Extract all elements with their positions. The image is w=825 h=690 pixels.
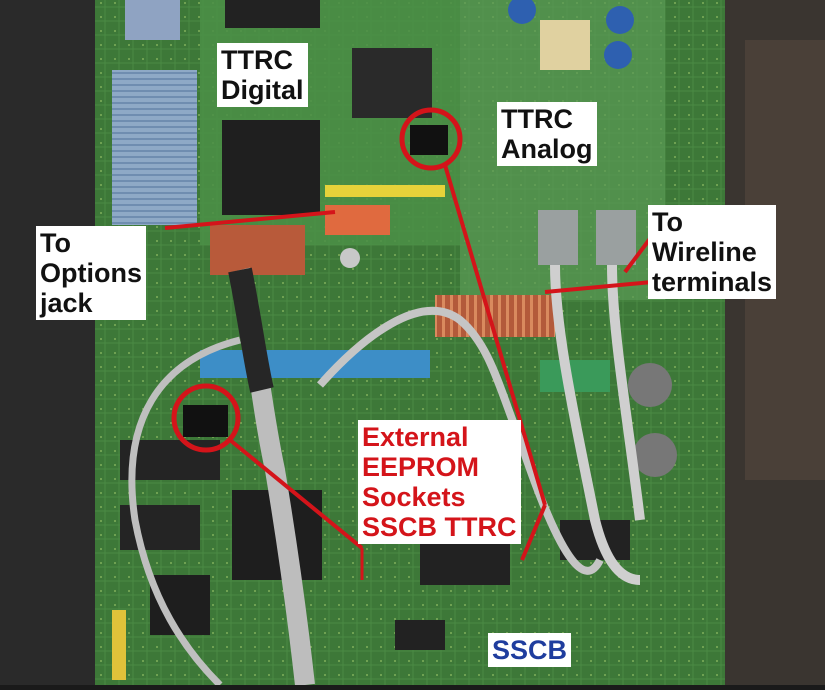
wireline-cable-1 xyxy=(550,264,641,585)
external-eeprom-sockets-label: External EEPROM Sockets SSCB TTRC xyxy=(358,420,521,544)
green-capacitor xyxy=(540,360,610,392)
jack-2 xyxy=(633,433,677,477)
ttrc-eeprom-circle xyxy=(399,107,463,171)
ribbon-cable xyxy=(112,70,197,225)
ttrc-pointer-line xyxy=(443,164,547,506)
capacitor-3 xyxy=(604,41,632,69)
small-capacitor xyxy=(340,248,360,268)
to-options-jack-label: To Options jack xyxy=(36,226,146,320)
wireline-connector-2 xyxy=(596,210,636,265)
top-chip xyxy=(225,0,320,28)
thin-cable-left xyxy=(128,336,241,688)
sscb-ic-2 xyxy=(420,540,510,585)
capacitor-2 xyxy=(606,6,634,34)
sscb-label: SSCB xyxy=(488,633,572,667)
left-chassis xyxy=(0,0,95,685)
wireline-connector-1 xyxy=(538,210,578,265)
options-pointer-line xyxy=(164,210,336,230)
sscb-pointer-line xyxy=(228,438,364,550)
blue-connector xyxy=(200,350,430,378)
yellow-strip xyxy=(325,185,445,197)
sscb-ic-3 xyxy=(395,620,445,650)
cable-loop xyxy=(317,306,604,575)
eeprom-socket-sscb xyxy=(183,405,228,437)
ribbon-connector xyxy=(125,0,180,40)
ttrc-pointer-tail xyxy=(520,504,547,561)
wireline-cable-2 xyxy=(607,264,645,521)
motorola-chip xyxy=(352,48,432,118)
eeprom-socket-ttrc xyxy=(410,125,448,155)
orange-header xyxy=(325,205,390,235)
transformer xyxy=(540,20,590,70)
ttrc-analog-label: TTRC Analog xyxy=(497,102,597,166)
yellow-strip-lower xyxy=(112,610,126,680)
wireline-pointer-line-2 xyxy=(623,234,654,274)
capacitor-1 xyxy=(508,0,536,24)
jack-1 xyxy=(628,363,672,407)
sscb-eeprom-circle xyxy=(171,383,241,453)
options-connector xyxy=(210,225,305,275)
black-cable-sleeve xyxy=(228,267,274,393)
to-wireline-terminals-label: To Wireline terminals xyxy=(648,205,777,299)
digital-processor-chip xyxy=(222,120,320,215)
ttrc-digital-label: TTRC Digital xyxy=(217,43,308,107)
wireline-pointer-line-1 xyxy=(544,280,653,294)
